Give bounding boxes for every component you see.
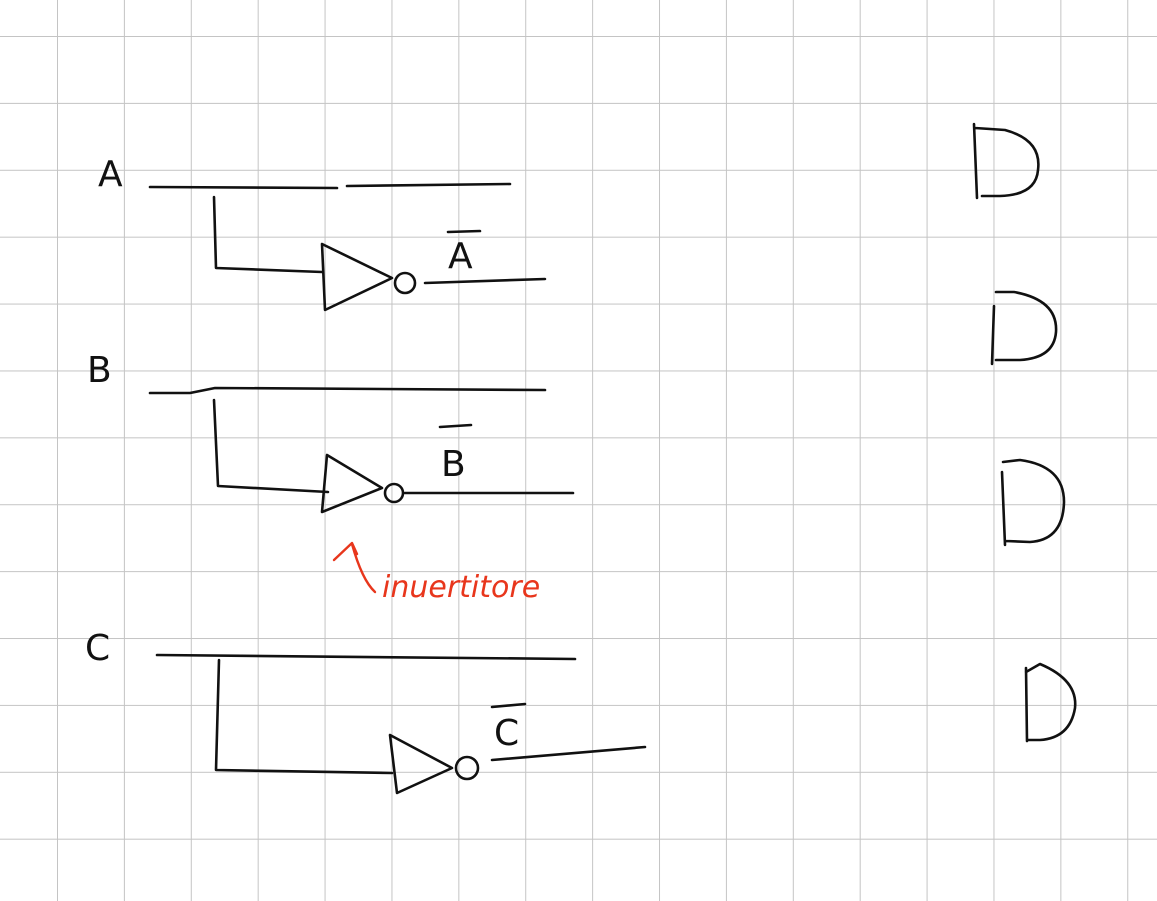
input-b-line bbox=[148, 386, 547, 395]
inverter-annotation: inuertitore bbox=[332, 541, 540, 605]
output-a-not-bar bbox=[446, 229, 482, 234]
inverter-c-bubble bbox=[454, 755, 480, 781]
input-c-group: C C bbox=[85, 628, 647, 795]
inverter-b-bubble bbox=[383, 482, 405, 504]
inverter-a-triangle bbox=[320, 242, 394, 312]
inverter-c-triangle bbox=[388, 733, 454, 795]
input-a-line bbox=[148, 182, 512, 190]
gate-sketch-2 bbox=[990, 290, 1058, 366]
input-b-branch-wire bbox=[212, 398, 330, 494]
annotation-text: inuertitore bbox=[382, 570, 540, 605]
inverter-a-bubble bbox=[393, 271, 417, 295]
input-b-label: B bbox=[87, 350, 112, 391]
output-b-not-label: B bbox=[441, 444, 466, 485]
input-a-label: A bbox=[98, 154, 123, 195]
inverter-b-triangle bbox=[320, 453, 384, 514]
output-c-not-label: C bbox=[494, 713, 519, 754]
input-a-group: A A bbox=[98, 154, 547, 312]
output-c-not-line bbox=[490, 745, 647, 762]
gate-sketch-3 bbox=[1000, 458, 1066, 547]
gate-sketch-1 bbox=[972, 122, 1040, 200]
output-a-not-label: A bbox=[448, 236, 473, 277]
output-c-not-bar bbox=[490, 702, 527, 709]
right-gates bbox=[972, 122, 1077, 743]
output-a-not-line bbox=[423, 277, 547, 285]
output-b-not-bar bbox=[438, 423, 473, 429]
input-b-group: B B bbox=[87, 350, 575, 514]
input-c-line bbox=[155, 653, 577, 661]
annotation-arrow-icon bbox=[332, 541, 377, 594]
input-c-label: C bbox=[85, 628, 110, 669]
input-c-branch-wire bbox=[214, 658, 394, 775]
gate-sketch-4 bbox=[1024, 662, 1077, 743]
input-a-branch-wire bbox=[212, 195, 324, 274]
